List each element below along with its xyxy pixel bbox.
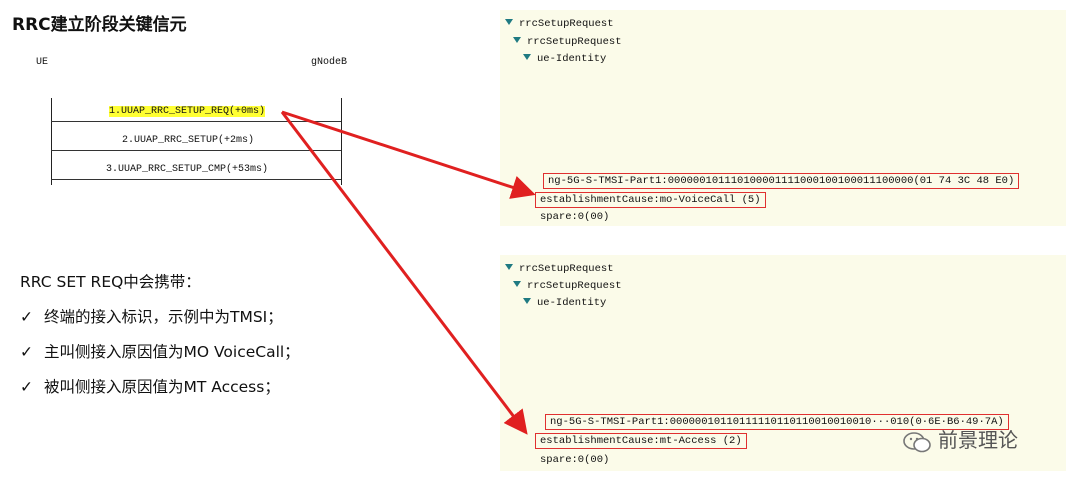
expand-triangle-icon[interactable] — [523, 54, 531, 61]
establishment-cause-field: establishmentCause:mt-Access (2) — [535, 433, 747, 449]
actor-ue: UE — [36, 57, 49, 68]
expand-triangle-icon[interactable] — [513, 281, 521, 288]
notes-block: RRC SET REQ中会携带： ✓终端的接入标识，示例中为TMSI； ✓主叫侧… — [20, 265, 300, 405]
message-label-3: 3.UUAP_RRC_SETUP_CMP(+53ms) — [106, 164, 269, 175]
notes-bullet: ✓终端的接入标识，示例中为TMSI； — [20, 300, 300, 335]
expand-triangle-icon[interactable] — [523, 298, 531, 305]
expand-triangle-icon[interactable] — [505, 264, 513, 271]
page-title: RRC建立阶段关键信元 — [12, 15, 187, 35]
message-arrow-2 — [51, 150, 341, 151]
message-label-1: 1.UUAP_RRC_SETUP_REQ(+0ms) — [109, 106, 266, 117]
arrow-to-mo-panel — [281, 110, 536, 199]
tmsi-field: ng-5G-S-TMSI-Part1:000000101101111101101… — [545, 414, 1009, 430]
decode-panel-mt: rrcSetupRequest rrcSetupRequest ue-Ident… — [500, 255, 1066, 471]
wechat-icon — [903, 431, 931, 452]
tree-node[interactable]: rrcSetupRequest — [513, 36, 622, 48]
notes-bullet: ✓被叫侧接入原因值为MT Access； — [20, 370, 300, 405]
check-icon: ✓ — [20, 343, 33, 361]
tree-node[interactable]: ue-Identity — [523, 297, 606, 309]
check-icon: ✓ — [20, 378, 33, 396]
establishment-cause-field: establishmentCause:mo-VoiceCall (5) — [535, 192, 766, 208]
tree-node[interactable]: rrcSetupRequest — [505, 18, 614, 30]
spare-field: spare:0(00) — [540, 454, 610, 466]
watermark: 前景理论 — [902, 424, 1018, 453]
spare-field: spare:0(00) — [540, 211, 610, 223]
tree-node[interactable]: rrcSetupRequest — [505, 263, 614, 275]
tree-node[interactable]: ue-Identity — [523, 53, 606, 65]
notes-bullet: ✓主叫侧接入原因值为MO VoiceCall； — [20, 335, 300, 370]
message-arrow-3 — [51, 179, 341, 180]
tree-node[interactable]: rrcSetupRequest — [513, 280, 622, 292]
expand-triangle-icon[interactable] — [505, 19, 513, 26]
message-label-2: 2.UUAP_RRC_SETUP(+2ms) — [122, 135, 255, 146]
arrow-to-mt-panel — [280, 111, 528, 435]
expand-triangle-icon[interactable] — [513, 37, 521, 44]
decode-panel-mo: rrcSetupRequest rrcSetupRequest ue-Ident… — [500, 10, 1066, 226]
lifeline-ue — [51, 98, 52, 185]
notes-heading: RRC SET REQ中会携带： — [20, 273, 201, 291]
lifeline-gnodeb — [341, 98, 342, 185]
actor-gnodeb: gNodeB — [311, 57, 348, 68]
check-icon: ✓ — [20, 308, 33, 326]
message-arrow-1 — [51, 121, 341, 122]
tmsi-field: ng-5G-S-TMSI-Part1:000000101110100001111… — [543, 173, 1020, 189]
